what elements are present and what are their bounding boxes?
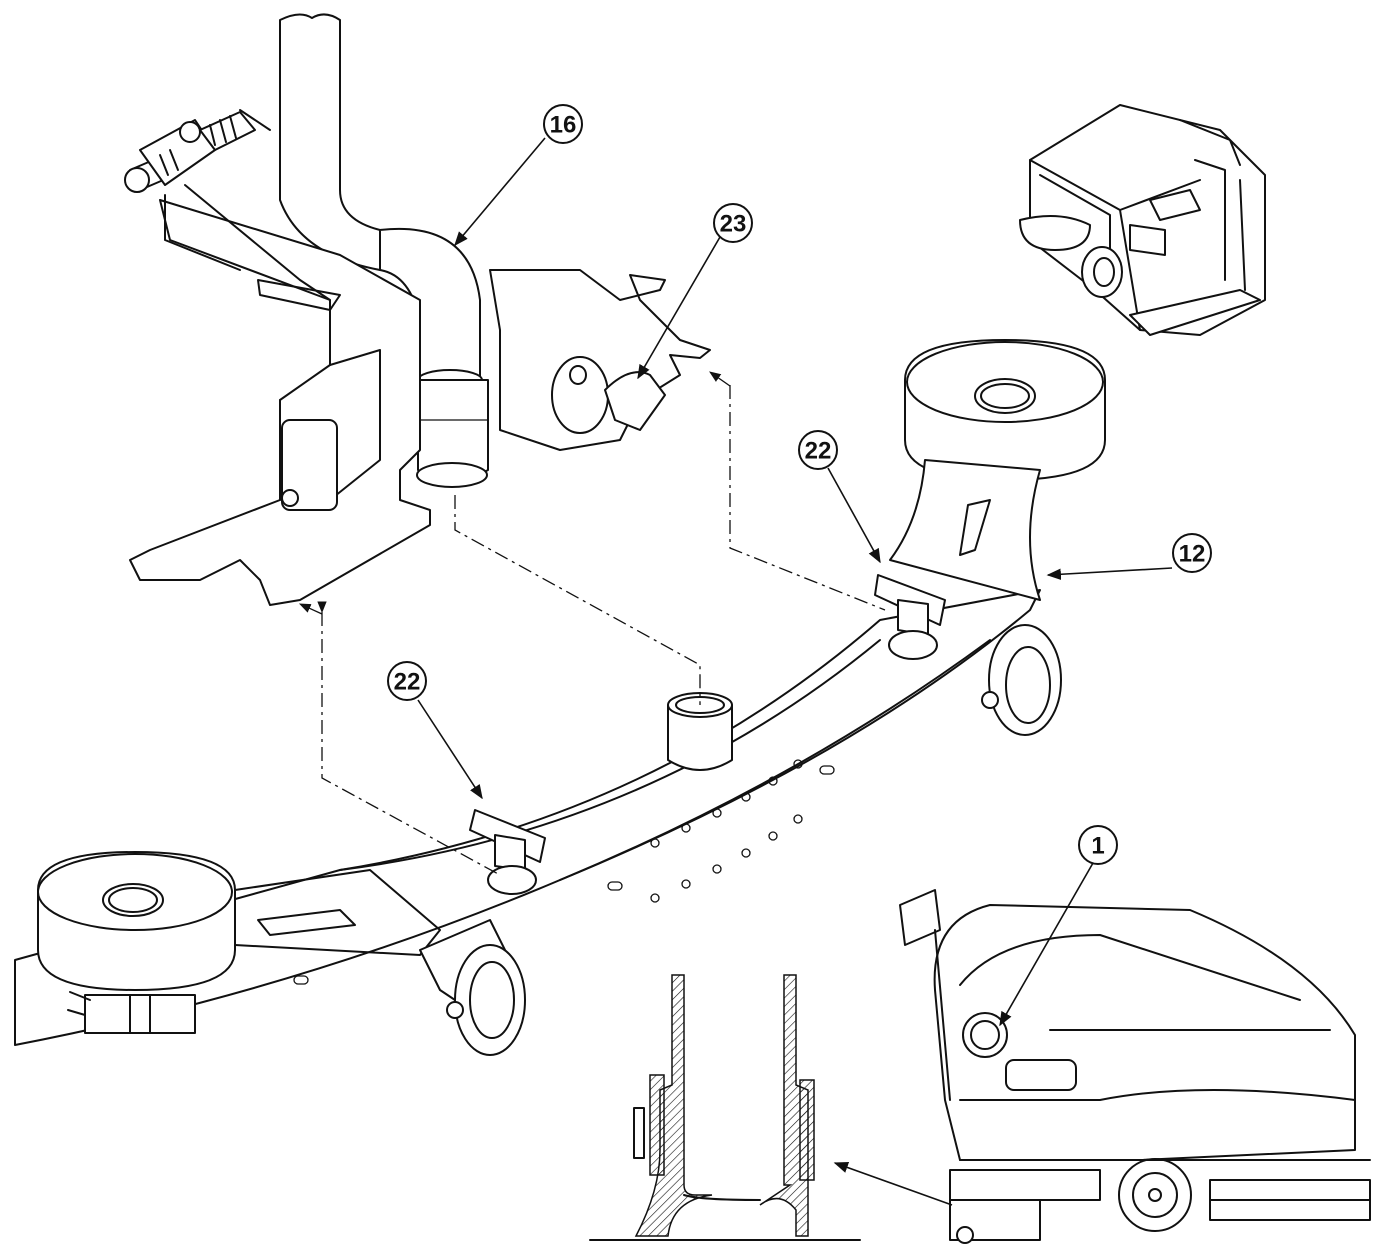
hose-bracket-assembly	[124, 13, 711, 606]
machine-iso-view	[1019, 104, 1266, 336]
callout-23-label: 23	[720, 211, 747, 238]
callout-1-label: 1	[1091, 833, 1104, 860]
socket-section-detail	[589, 974, 953, 1241]
callout-12: 12	[1172, 533, 1212, 573]
callout-1: 1	[1078, 825, 1118, 865]
callout-12-label: 12	[1179, 541, 1206, 568]
callout-22-right: 22	[798, 430, 838, 470]
callout-16: 16	[543, 104, 583, 144]
callout-22-left-label: 22	[394, 669, 421, 696]
callout-22-left: 22	[387, 661, 427, 701]
callout-16-label: 16	[550, 112, 577, 139]
machine-side-view	[899, 889, 1371, 1244]
beam-holes	[293, 759, 835, 985]
callout-23: 23	[713, 203, 753, 243]
leader-lines	[417, 137, 1173, 1027]
alignment-lines	[298, 371, 886, 876]
squeegee-frame	[14, 339, 1106, 1056]
callout-22-right-label: 22	[805, 438, 832, 465]
